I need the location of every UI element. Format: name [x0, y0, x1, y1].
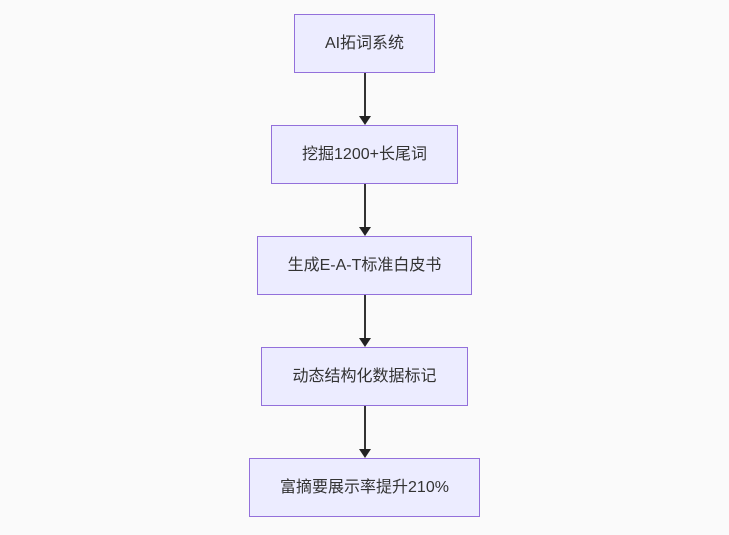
arrow-line	[363, 295, 366, 338]
arrow-head-icon	[358, 116, 371, 125]
flow-arrow-n3-n4	[358, 295, 372, 347]
flowchart-node-label: 富摘要展示率提升210%	[280, 479, 449, 496]
arrow-line	[363, 406, 366, 449]
flowchart-node-label: 动态结构化数据标记	[292, 368, 437, 385]
flowchart-node-n5: 富摘要展示率提升210%	[249, 458, 480, 517]
arrow-head-icon	[358, 338, 371, 347]
flow-arrow-n1-n2	[358, 73, 372, 125]
flow-arrow-n2-n3	[358, 184, 372, 236]
flowchart-node-label: AI拓词系统	[324, 35, 405, 52]
arrow-head-icon	[358, 227, 371, 236]
flowchart-node-n4: 动态结构化数据标记	[261, 347, 468, 406]
flowchart-node-n1: AI拓词系统	[293, 14, 436, 73]
flowchart-node-n2: 挖掘1200+长尾词	[271, 125, 458, 184]
flowchart-node-label: 生成E-A-T标准白皮书	[287, 257, 442, 274]
flow-arrow-n4-n5	[358, 406, 372, 458]
flowchart-node-label: 挖掘1200+长尾词	[302, 146, 427, 163]
flowchart-node-n3: 生成E-A-T标准白皮书	[256, 236, 473, 295]
arrow-line	[363, 73, 366, 116]
arrow-head-icon	[358, 449, 371, 458]
flowchart-column: AI拓词系统挖掘1200+长尾词生成E-A-T标准白皮书动态结构化数据标记富摘要…	[0, 14, 729, 517]
arrow-line	[363, 184, 366, 227]
